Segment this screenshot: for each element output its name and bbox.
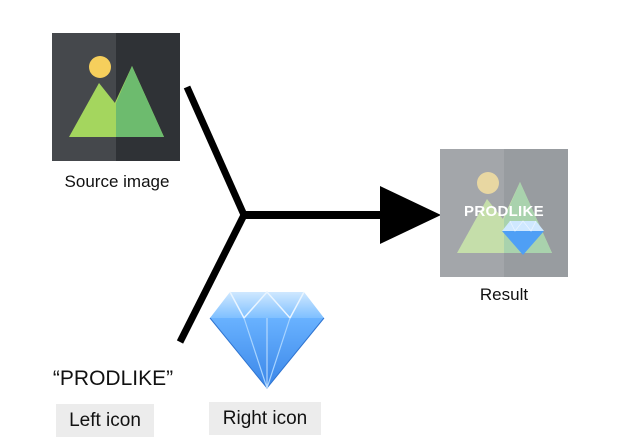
image-placeholder-icon — [52, 33, 180, 161]
right-icon-label: Right icon — [209, 402, 321, 435]
result-image-tile — [440, 149, 568, 277]
left-icon-text: “PRODLIKE” — [52, 367, 174, 390]
image-placeholder-icon — [440, 149, 568, 277]
connector-from-left-icon — [176, 213, 248, 344]
left-icon-label: Left icon — [56, 404, 154, 437]
arrow-head — [380, 186, 441, 244]
source-image-tile — [52, 33, 180, 161]
diamond-icon — [208, 288, 326, 390]
connector-from-source — [183, 85, 248, 217]
result-overlay-text: PRODLIKE — [464, 203, 544, 220]
result-caption: Result — [479, 285, 529, 304]
source-image-caption: Source image — [64, 172, 170, 191]
